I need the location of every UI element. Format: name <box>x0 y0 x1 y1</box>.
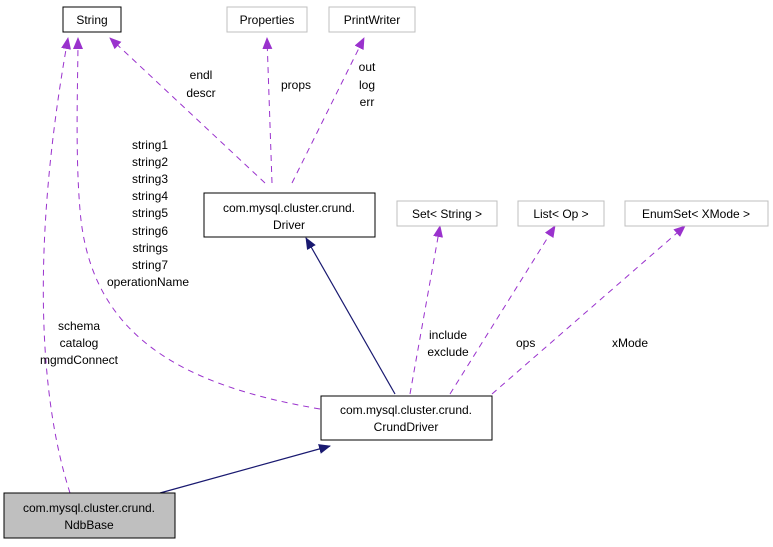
node-list-op[interactable]: List< Op > <box>517 200 605 227</box>
node-label: PrintWriter <box>344 13 400 27</box>
edge-label: string5 <box>132 206 168 220</box>
node-printwriter[interactable]: PrintWriter <box>328 6 416 33</box>
node-crunddriver[interactable]: com.mysql.cluster.crund. CrundDriver <box>320 395 493 441</box>
node-set-string[interactable]: Set< String > <box>396 200 498 227</box>
node-label: Properties <box>240 13 295 27</box>
node-label: String <box>76 13 107 27</box>
edge-label: string3 <box>132 172 168 186</box>
node-label-line2: NdbBase <box>64 518 114 532</box>
edge-label: props <box>281 78 311 92</box>
edge-label: ops <box>516 336 535 350</box>
edge-printwriter-driver <box>291 37 365 184</box>
edge-label: err <box>360 95 375 109</box>
node-label: EnumSet< XMode > <box>642 207 750 221</box>
edge-ndbbase-crunddriver <box>159 444 331 494</box>
node-label-line2: CrundDriver <box>374 420 439 434</box>
inheritance-edges <box>159 237 396 494</box>
node-label-line2: Driver <box>273 218 305 232</box>
node-enumset[interactable]: EnumSet< XMode > <box>624 200 769 227</box>
edge-string-crunddriver <box>72 37 321 410</box>
edge-label: descr <box>186 86 215 100</box>
edge-label: string4 <box>132 189 168 203</box>
edge-string-ndbbase <box>42 37 71 494</box>
edge-list-crunddriver <box>449 225 556 395</box>
edge-set-crunddriver <box>409 225 443 395</box>
edge-labels: endl descr props out log err string1 str… <box>40 60 648 367</box>
edge-label: mgmdConnect <box>40 353 119 367</box>
edge-crunddriver-driver <box>305 237 396 395</box>
edge-label: operationName <box>107 275 189 289</box>
edge-label: out <box>359 60 376 74</box>
edge-label: string6 <box>132 224 168 238</box>
edge-label: string7 <box>132 258 168 272</box>
edge-label: xMode <box>612 336 648 350</box>
edge-string-driver <box>109 37 266 184</box>
edge-label: log <box>359 78 375 92</box>
edge-label: include <box>429 328 467 342</box>
edge-label: string2 <box>132 155 168 169</box>
node-string[interactable]: String <box>62 6 122 33</box>
node-ndbbase[interactable]: com.mysql.cluster.crund. NdbBase <box>3 492 176 539</box>
node-label: List< Op > <box>533 207 588 221</box>
edge-label: exclude <box>427 345 469 359</box>
node-driver[interactable]: com.mysql.cluster.crund. Driver <box>203 192 376 238</box>
usage-edges <box>42 37 686 494</box>
edge-properties-driver <box>262 37 273 184</box>
edge-label: strings <box>133 241 168 255</box>
node-label: Set< String > <box>412 207 482 221</box>
edge-label: endl <box>190 68 213 82</box>
edge-label: schema <box>58 319 100 333</box>
edge-label: catalog <box>60 336 99 350</box>
edge-enumset-crunddriver <box>491 225 686 395</box>
node-label-line1: com.mysql.cluster.crund. <box>23 501 155 515</box>
node-properties[interactable]: Properties <box>226 6 308 33</box>
edge-label: string1 <box>132 138 168 152</box>
node-label-line1: com.mysql.cluster.crund. <box>223 201 355 215</box>
node-label-line1: com.mysql.cluster.crund. <box>340 403 472 417</box>
